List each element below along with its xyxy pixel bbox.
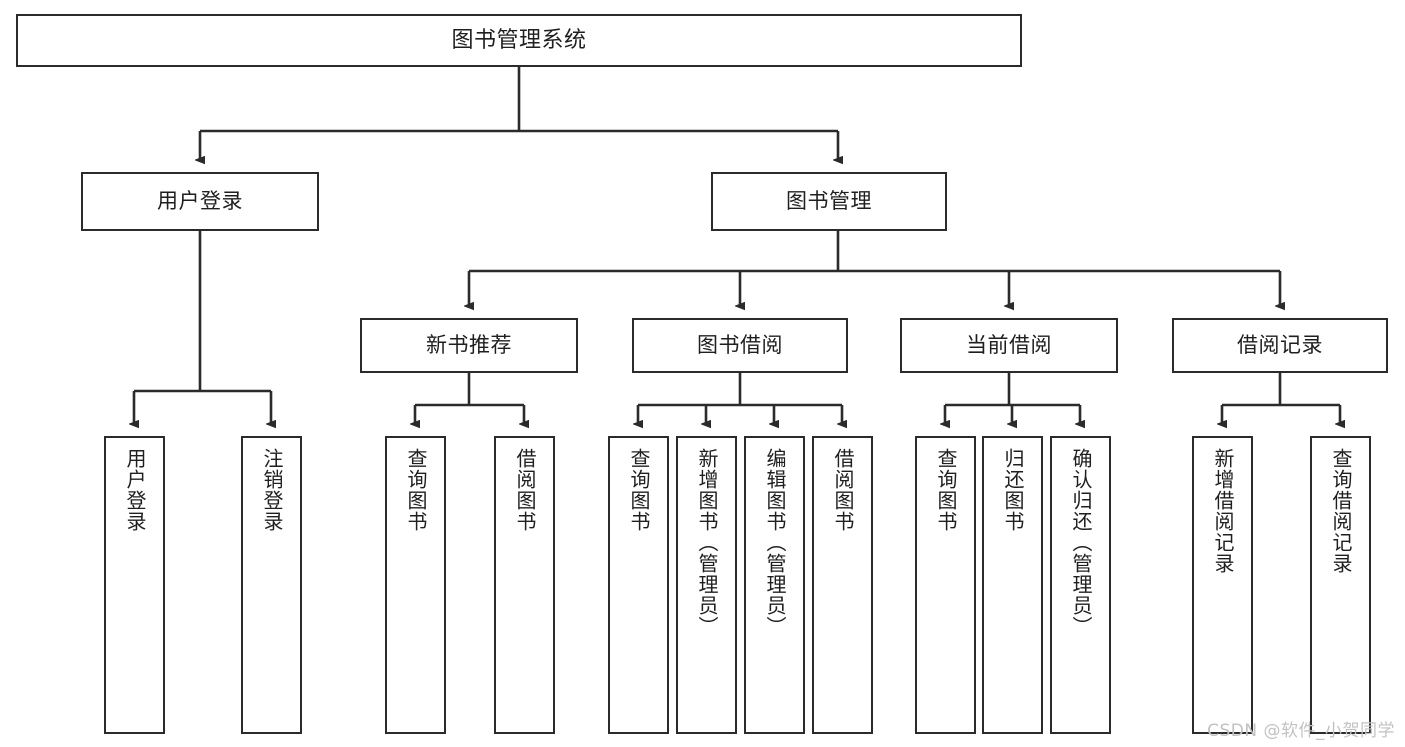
- leaf-book-borrow-query-label: 查询图书: [627, 448, 651, 532]
- leaf-book-borrow-edit-label: 编辑图书（管理员）: [763, 448, 787, 637]
- node-root-system-label: 图书管理系统: [451, 27, 587, 53]
- node-book-borrow-label: 图书借阅: [697, 333, 783, 358]
- leaf-user-login-logout-label: 注销登录: [260, 448, 284, 532]
- leaf-user-login-logout[interactable]: 注销登录: [241, 436, 302, 734]
- node-book-management-label: 图书管理: [786, 189, 872, 214]
- leaf-book-borrow-add-label: 新增图书（管理员）: [695, 448, 719, 637]
- node-new-book-recommend[interactable]: 新书推荐: [360, 318, 578, 373]
- leaf-user-login-login[interactable]: 用户登录: [104, 436, 165, 734]
- node-current-borrow[interactable]: 当前借阅: [900, 318, 1118, 373]
- leaf-borrow-record-add-label: 新增借阅记录: [1211, 448, 1235, 574]
- leaf-current-borrow-return-label: 归还图书: [1001, 448, 1025, 532]
- leaf-new-book-borrow-label: 借阅图书: [513, 448, 537, 532]
- node-current-borrow-label: 当前借阅: [966, 333, 1052, 358]
- leaf-book-borrow-borrow-label: 借阅图书: [831, 448, 855, 532]
- leaf-book-borrow-borrow[interactable]: 借阅图书: [812, 436, 873, 734]
- leaf-new-book-query[interactable]: 查询图书: [385, 436, 446, 734]
- node-user-login-label: 用户登录: [157, 189, 243, 214]
- leaf-user-login-login-label: 用户登录: [123, 448, 147, 532]
- leaf-new-book-query-label: 查询图书: [404, 448, 428, 532]
- leaf-borrow-record-query-label: 查询借阅记录: [1329, 448, 1353, 574]
- node-root-system[interactable]: 图书管理系统: [16, 14, 1022, 67]
- leaf-borrow-record-query[interactable]: 查询借阅记录: [1310, 436, 1371, 734]
- leaf-book-borrow-add[interactable]: 新增图书（管理员）: [676, 436, 737, 734]
- node-borrow-record-label: 借阅记录: [1237, 333, 1323, 358]
- leaf-borrow-record-add[interactable]: 新增借阅记录: [1192, 436, 1253, 734]
- node-book-borrow[interactable]: 图书借阅: [632, 318, 848, 373]
- node-user-login[interactable]: 用户登录: [81, 172, 319, 231]
- leaf-current-borrow-return[interactable]: 归还图书: [982, 436, 1043, 734]
- leaf-book-borrow-edit[interactable]: 编辑图书（管理员）: [744, 436, 805, 734]
- leaf-new-book-borrow[interactable]: 借阅图书: [494, 436, 555, 734]
- leaf-current-borrow-query[interactable]: 查询图书: [915, 436, 976, 734]
- node-new-book-recommend-label: 新书推荐: [426, 333, 512, 358]
- leaf-current-borrow-query-label: 查询图书: [934, 448, 958, 532]
- leaf-book-borrow-query[interactable]: 查询图书: [608, 436, 669, 734]
- node-borrow-record[interactable]: 借阅记录: [1172, 318, 1388, 373]
- node-book-management[interactable]: 图书管理: [711, 172, 947, 231]
- leaf-current-borrow-confirm-label: 确认归还（管理员）: [1069, 448, 1093, 637]
- leaf-current-borrow-confirm[interactable]: 确认归还（管理员）: [1050, 436, 1111, 734]
